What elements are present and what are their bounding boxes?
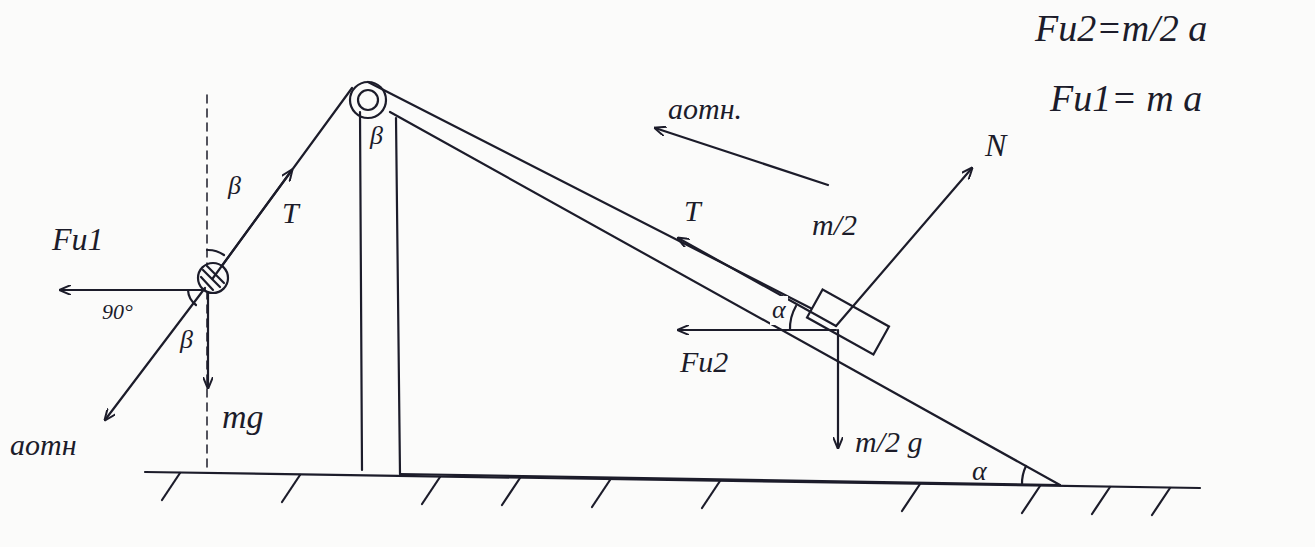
angle-arc [188, 290, 196, 305]
angle-label: β [228, 172, 241, 201]
formula-label: Fи1= m a [1050, 78, 1202, 120]
force-label: Fи2 [680, 345, 728, 378]
angle-label: α [972, 456, 987, 487]
angle-label: β [370, 122, 383, 151]
post-line [396, 118, 400, 474]
tension-arrow [213, 170, 292, 278]
inertia-force-arrow [60, 289, 205, 291]
formula-label: Fи2=m/2 a [1035, 8, 1207, 50]
angle-label: α [770, 296, 788, 325]
angle-arc [207, 250, 224, 255]
rope [213, 88, 352, 278]
sliding-block [807, 290, 889, 355]
inertia-force-arrow [678, 329, 836, 331]
post-line [360, 112, 362, 470]
force-label: N [985, 128, 1006, 163]
force-label: T [282, 196, 299, 229]
wedge-base [400, 474, 1060, 485]
force-label: T [684, 194, 701, 227]
angle-arc [790, 306, 796, 330]
angle-label: 90° [102, 300, 133, 324]
angle-arc [1022, 466, 1026, 485]
acceleration-arrow [655, 128, 828, 185]
acceleration-label: aотн [10, 428, 77, 461]
ground-hatching [162, 473, 1170, 515]
pulley-axle [358, 90, 378, 110]
tension-arrow [678, 238, 836, 326]
force-label: Fи1 [52, 222, 104, 257]
normal-force-arrow [836, 168, 972, 326]
angle-label: β [180, 326, 193, 355]
gravity-arrow [837, 330, 839, 448]
rope [368, 82, 830, 318]
incline-line [390, 112, 1060, 485]
force-label: m/2 g [855, 425, 923, 458]
mass-label: m/2 [812, 208, 857, 241]
gravity-arrow [207, 292, 209, 388]
acceleration-label: aотн. [668, 92, 742, 125]
force-label: mg [222, 398, 264, 435]
